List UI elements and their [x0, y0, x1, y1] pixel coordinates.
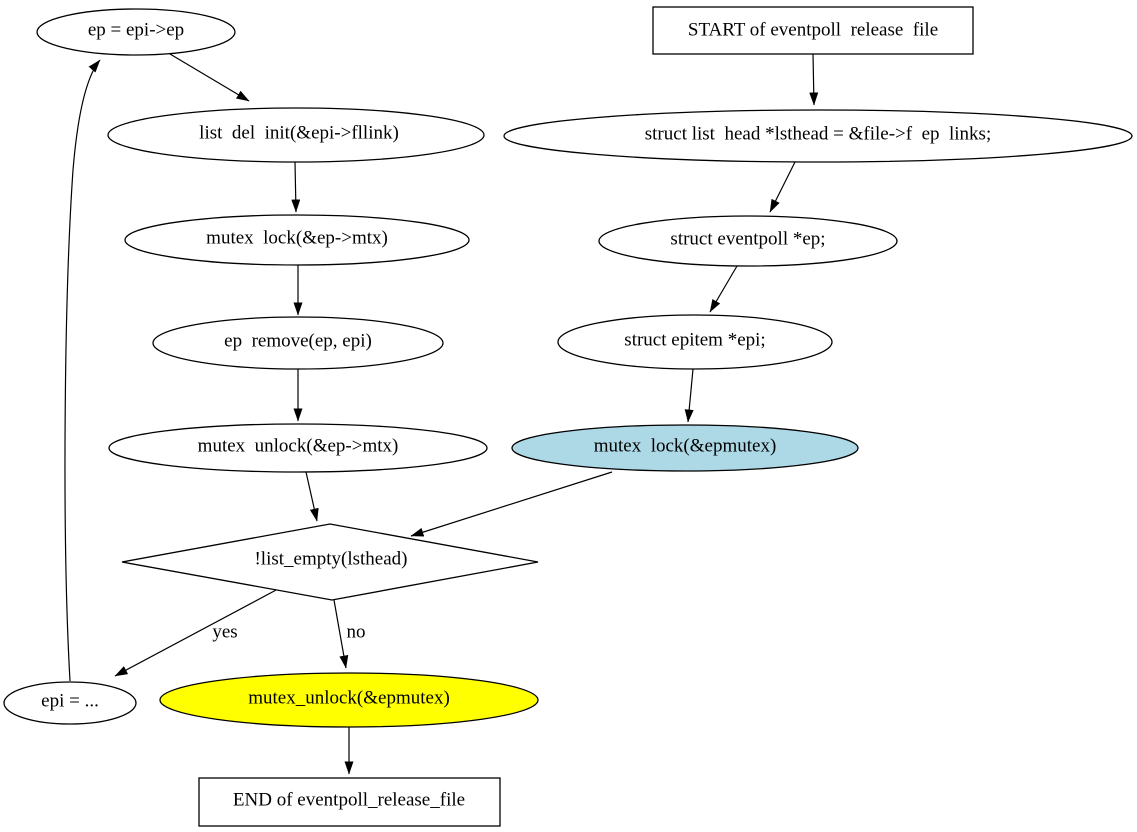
node-eventpoll-ep-shape [598, 215, 898, 267]
node-lsthead-shape [503, 109, 1133, 163]
node-list-empty-check-shape [121, 523, 539, 601]
node-mutex-lock-epmutex-shape [511, 424, 859, 472]
edge-list-del-init-to-mutex-lock-ep [291, 161, 301, 213]
edge-mutex-unlock-ep-to-diamond [305, 471, 319, 522]
edge-diamond-yes-to-epi-next [114, 588, 279, 677]
edge-eventpoll-ep-to-epitem-epi [709, 265, 738, 313]
edge-epitem-epi-to-mutex-lock-epmutex [684, 368, 694, 423]
edge-mutex-lock-epmutex-to-diamond [410, 471, 613, 537]
edge-epi-next-to-ep-assign [64, 59, 101, 682]
node-ep-remove-shape [152, 316, 444, 370]
node-list-del-init-shape [107, 107, 485, 163]
node-end-shape [198, 777, 501, 827]
edge-lsthead-to-eventpoll-ep [769, 161, 796, 213]
node-mutex-unlock-ep-shape [108, 423, 488, 473]
node-mutex-lock-ep-shape [124, 214, 470, 266]
node-epi-next-shape [3, 681, 137, 725]
edge-ep-assign-to-list-del-init [169, 53, 250, 102]
node-epitem-epi-shape [557, 314, 833, 370]
edge-start-to-lsthead [809, 53, 819, 106]
edge-diamond-no-to-mutex-unlock-epmutex [333, 599, 349, 669]
node-start-shape [652, 6, 974, 55]
node-ep-assign-shape [36, 8, 236, 56]
node-mutex-unlock-epmutex-shape [159, 672, 539, 728]
